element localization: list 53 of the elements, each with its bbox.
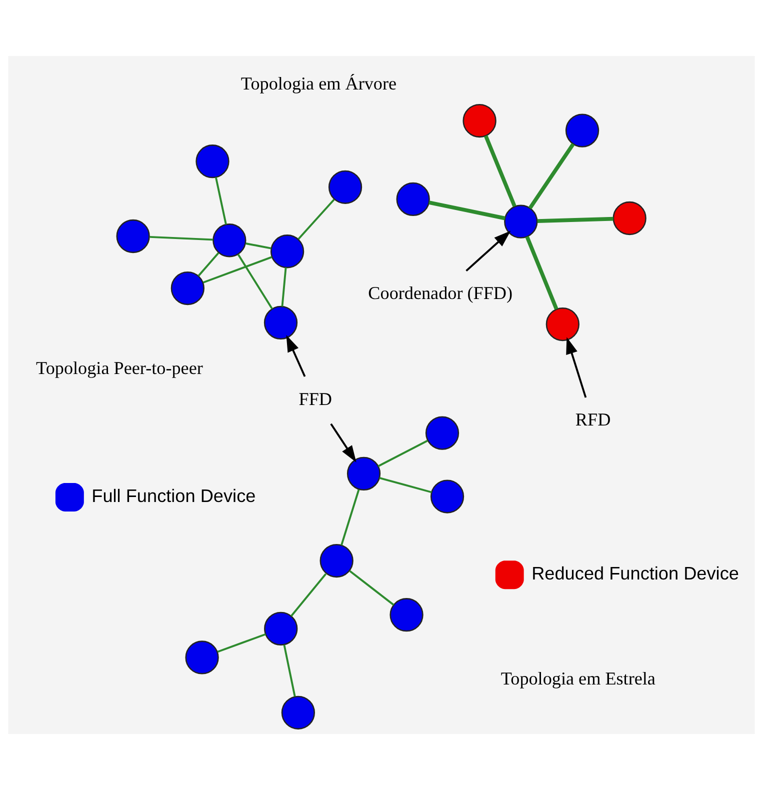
- connector: [246, 242, 272, 249]
- node-circle: [281, 695, 315, 729]
- arrow: [330, 422, 356, 462]
- node-circle: [425, 416, 460, 450]
- node-circle: [504, 204, 538, 238]
- node-circle: [396, 182, 430, 216]
- arrow: [286, 334, 306, 376]
- node-text: Coordenador (FFD): [368, 282, 513, 302]
- node-circle: [546, 306, 580, 341]
- node-circle: [565, 113, 600, 147]
- node-circle: [462, 103, 496, 138]
- label: Topologia em Árvore: [240, 72, 397, 93]
- connector: [283, 644, 296, 696]
- node-circle: [270, 234, 304, 268]
- node-circle: [212, 223, 246, 257]
- connector: [378, 439, 428, 467]
- node-text: RFD: [575, 409, 611, 430]
- connector: [340, 488, 360, 545]
- connector: [528, 142, 575, 209]
- connector: [214, 176, 227, 224]
- node-circle: [612, 200, 646, 235]
- connector: [349, 570, 394, 606]
- connector: [484, 134, 516, 207]
- connector: [150, 236, 214, 240]
- connector: [428, 200, 506, 220]
- arrow: [466, 230, 511, 272]
- connector: [525, 236, 558, 310]
- label: Topologia em Estrela: [500, 668, 656, 688]
- node-circle: [328, 170, 362, 204]
- connector: [237, 253, 273, 309]
- node-text: FFD: [298, 388, 332, 408]
- legend-label: Full Function Device: [92, 486, 256, 506]
- connector: [290, 572, 327, 616]
- arrow: [566, 336, 587, 398]
- node-circle: [170, 270, 204, 305]
- connector: [202, 256, 272, 283]
- node-circle: [264, 611, 298, 645]
- connector: [217, 632, 266, 652]
- connector: [537, 216, 614, 223]
- node-circle: [430, 479, 464, 513]
- connector: [198, 252, 220, 276]
- connector: [298, 198, 335, 240]
- connector: [281, 266, 287, 306]
- node-circle: [346, 456, 381, 490]
- node-circle: [264, 305, 298, 339]
- node-circle: [196, 144, 230, 178]
- connector: [379, 476, 432, 493]
- legend-label: Reduced Function Device: [532, 563, 739, 584]
- node-circle: [320, 543, 354, 578]
- node-circle: [390, 598, 424, 632]
- node-circle: [185, 640, 219, 674]
- label: Topologia Peer-to-peer: [36, 357, 203, 378]
- node-circle: [116, 218, 150, 253]
